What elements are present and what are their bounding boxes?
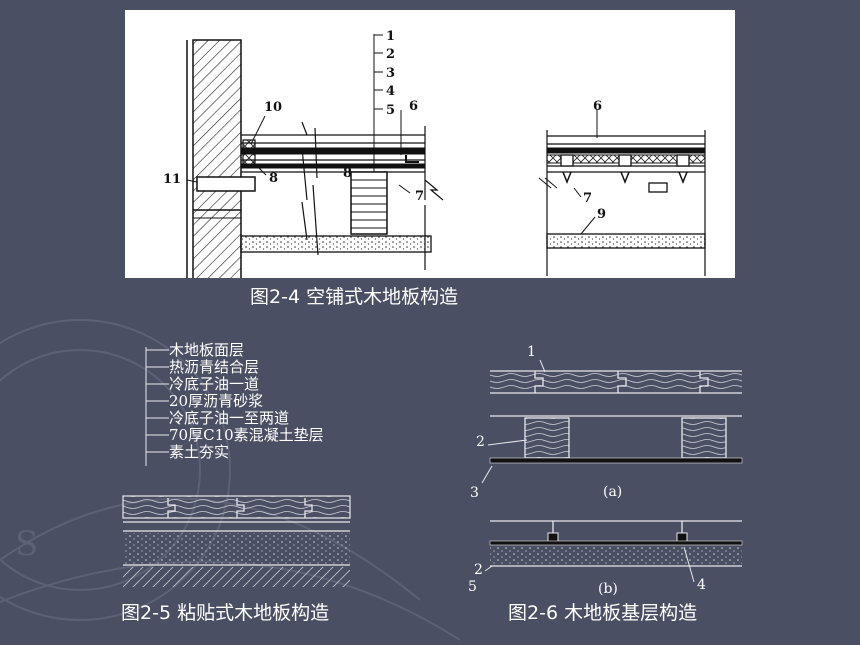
label-6-left: 6 — [409, 99, 418, 114]
label-4: 4 — [386, 84, 395, 99]
figure-2-4-drawing: 1 2 3 4 5 6 10 8 11 8 7 6 7 9 — [163, 29, 706, 281]
label-b-4: 4 — [697, 577, 706, 593]
leader-lines — [186, 34, 411, 194]
subfigure-a — [481, 359, 743, 484]
label-2: 2 — [386, 47, 395, 62]
label-1: 1 — [386, 29, 395, 44]
figure-2-6-caption: 图2-6 木地板基层构造 — [508, 602, 698, 624]
figure-2-6-labels: 1 2 3 (a) 2 5 4 (b) — [468, 344, 706, 597]
layer-label: 素土夯实 — [169, 443, 230, 461]
layer-label: 冷底子油一至两道 — [169, 409, 290, 427]
layer-label: 70厚C10素混凝土垫层 — [169, 426, 324, 444]
subfigure-a-label: (a) — [603, 484, 622, 500]
label-7-left: 7 — [415, 189, 424, 204]
layer-label: 木地板面层 — [169, 341, 245, 359]
label-6-right: 6 — [593, 99, 602, 114]
label-9: 9 — [597, 207, 606, 222]
label-a-3: 3 — [470, 485, 479, 501]
label-7-right: 7 — [583, 191, 592, 206]
layer-label: 冷底子油一道 — [169, 375, 260, 393]
brick-wall — [186, 39, 242, 281]
label-8-mid: 8 — [343, 166, 352, 181]
label-8-left: 8 — [269, 171, 278, 186]
figure-2-4-caption: 图2-4 空铺式木地板构造 — [250, 286, 459, 308]
label-5: 5 — [386, 103, 395, 118]
label-b-2: 2 — [474, 562, 483, 578]
subfigure-b — [484, 520, 743, 583]
legend-leader-lines — [145, 347, 169, 466]
layer-label: 热沥青结合层 — [169, 358, 260, 376]
ground-slab-right — [546, 233, 706, 249]
floor-assembly-right — [538, 110, 706, 276]
label-3: 3 — [386, 66, 395, 81]
label-a-1: 1 — [527, 344, 536, 360]
wall-plate-beam — [196, 176, 256, 192]
subfigure-b-label: (b) — [598, 581, 618, 597]
floor-assembly-left — [240, 121, 444, 270]
layer-label: 20厚沥青砂浆 — [169, 392, 264, 410]
sleeper-pier — [350, 171, 388, 235]
svg-text:S: S — [15, 524, 38, 564]
figure-2-4-labels: 1 2 3 4 5 6 10 8 11 8 7 6 7 9 — [163, 29, 606, 222]
label-10: 10 — [264, 100, 282, 115]
label-a-2: 2 — [476, 434, 485, 450]
figure-2-4-panel: 1 2 3 4 5 6 10 8 11 8 7 6 7 9 — [125, 10, 735, 281]
label-11: 11 — [163, 172, 181, 187]
bonded-floor-section — [122, 495, 351, 587]
figure-2-5-caption: 图2-5 粘贴式木地板构造 — [121, 602, 330, 624]
label-b-5: 5 — [468, 579, 477, 595]
ground-slab-left — [240, 235, 432, 253]
